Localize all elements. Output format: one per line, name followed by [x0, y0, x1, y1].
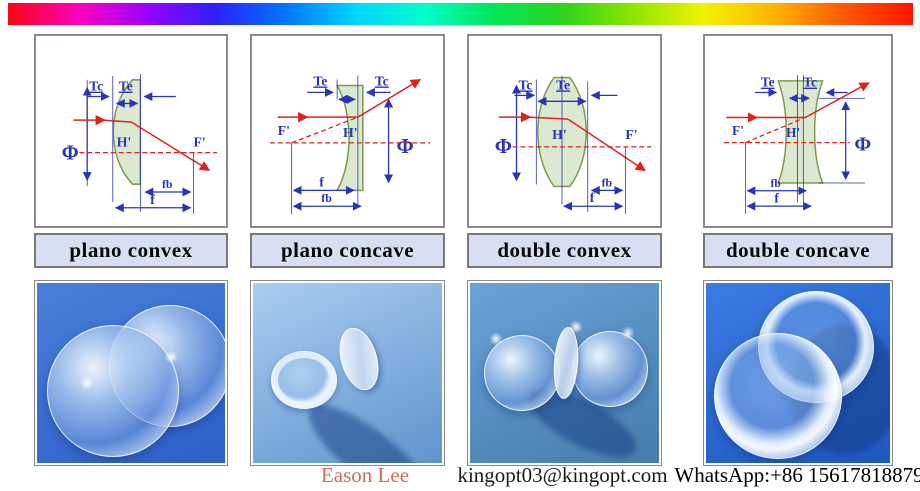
focal-length-label: f [774, 190, 779, 205]
focal-length-label: f [150, 192, 155, 207]
column-plano-convex: Tc Te Φ H' F' fb f plano convex [34, 0, 228, 491]
photo-plano-convex-image [37, 283, 225, 463]
label-double-concave: double concave [703, 233, 893, 268]
label-plano-concave: plano concave [250, 233, 445, 268]
photo-double-convex-image [470, 283, 659, 463]
diameter-label: Φ [62, 143, 79, 165]
double-concave-diagram: Te Tc Φ H' F' fb f [724, 75, 871, 214]
back-focal-label: fb [162, 177, 173, 191]
focal-point-label: F' [278, 123, 290, 138]
photo-plano-concave [250, 280, 445, 466]
column-double-concave: Te Tc Φ H' F' fb f [703, 0, 893, 491]
diameter-label: Φ [495, 135, 512, 158]
photo-plano-convex [34, 280, 228, 466]
highlight-glint [620, 325, 636, 341]
double-convex-lens-photo-left [484, 335, 560, 411]
dim-label-tc: Tc [803, 75, 817, 90]
double-concave-lens-shape [777, 80, 824, 184]
plano-concave-lens-photo-standing [332, 323, 386, 395]
double-convex-lens-photo-right [572, 331, 648, 407]
back-focal-label: fb [321, 191, 332, 205]
back-focal-label: fb [602, 175, 613, 189]
contact-email: kingopt03@kingopt.com [457, 462, 668, 487]
highlight-glint [79, 375, 95, 391]
double-convex-lens-photo-standing [551, 326, 581, 400]
back-focal-label: fb [771, 177, 781, 190]
focal-point-label: F' [194, 135, 206, 150]
photo-double-convex [467, 280, 662, 466]
double-convex-diagram-panel: Tc Te Φ H' F' fb f [467, 34, 662, 228]
plano-concave-lens-photo-flat [271, 351, 337, 409]
label-double-convex: double convex [467, 233, 662, 268]
plano-convex-diagram: Tc Te Φ H' F' fb f [62, 73, 218, 214]
dim-label-tc: Tc [518, 77, 532, 92]
double-concave-lens-photo-front [714, 333, 842, 459]
principal-point-label: H' [343, 125, 358, 140]
dim-label-tc: Tc [375, 73, 389, 88]
contact-whatsapp: WhatsApp:+86 15617818879 [674, 462, 920, 487]
double-convex-diagram: Tc Te Φ H' F' fb f [495, 75, 652, 215]
focal-length-label: f [590, 190, 595, 205]
principal-point-label: H' [552, 127, 567, 142]
photo-double-concave [703, 280, 893, 466]
plano-convex-lens-photo-front [47, 325, 179, 457]
diameter-label: Φ [854, 133, 871, 155]
rainbow-spectrum-bar [8, 3, 913, 25]
highlight-glint [163, 349, 179, 365]
plano-concave-diagram-panel: Te Tc Φ H' F' f fb [250, 34, 445, 228]
focal-point-label: F' [732, 123, 744, 138]
column-double-convex: Tc Te Φ H' F' fb f double convex [467, 0, 662, 491]
plano-convex-lens-shape [112, 79, 142, 185]
contact-name: Eason Lee [320, 462, 410, 487]
label-plano-convex: plano convex [34, 233, 228, 268]
principal-point-label: H' [786, 125, 800, 140]
photo-plano-concave-image [253, 283, 442, 463]
focal-length-label: f [319, 174, 324, 189]
column-plano-concave: Te Tc Φ H' F' f fb plano con [250, 0, 445, 491]
dim-label-te: Te [119, 79, 133, 94]
highlight-glint [568, 319, 584, 335]
dim-label-te: Te [761, 75, 775, 90]
dim-label-te: Te [556, 77, 570, 92]
diameter-label: Φ [396, 135, 413, 158]
photo-double-concave-image [706, 283, 890, 463]
plano-concave-diagram: Te Tc Φ H' F' f fb [269, 73, 431, 215]
double-concave-diagram-panel: Te Tc Φ H' F' fb f [703, 34, 893, 228]
dim-label-te: Te [313, 73, 327, 88]
principal-point-label: H' [117, 135, 132, 150]
focal-point-label: F' [625, 127, 637, 142]
dim-label-tc: Tc [89, 79, 103, 94]
plano-convex-diagram-panel: Tc Te Φ H' F' fb f [34, 34, 228, 228]
highlight-glint [488, 331, 504, 347]
